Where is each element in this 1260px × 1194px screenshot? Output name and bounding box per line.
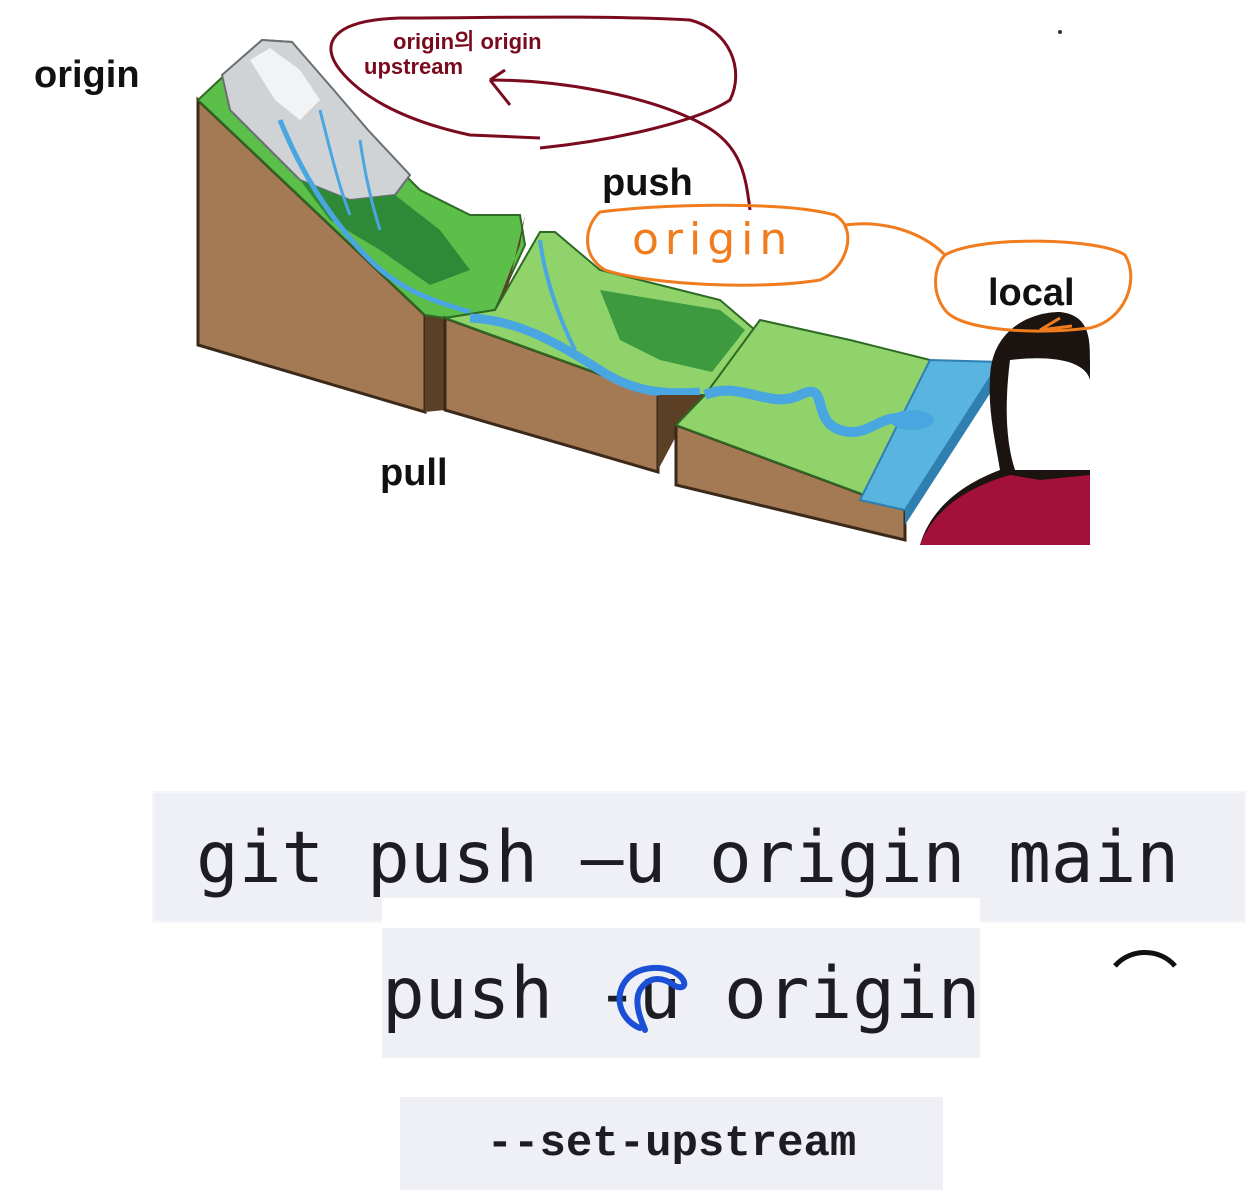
river-diagram: origin push pull local origin의 origin up…	[0, 0, 1260, 560]
push-u-command-text: push -u origin	[382, 951, 980, 1035]
handwritten-origin-note: origin	[632, 214, 794, 265]
set-upstream-option-text: --set-upstream	[486, 1118, 857, 1169]
local-ellipse	[934, 239, 1133, 333]
local-label: local	[988, 272, 1075, 314]
person-photo	[920, 312, 1090, 545]
blue-circle-annotation	[616, 965, 688, 1033]
push-label: push	[602, 162, 693, 204]
mountain-block	[196, 38, 527, 415]
stray-mark	[1113, 950, 1177, 968]
origin-of-origin-note: origin의 origin	[393, 29, 542, 54]
delta-block	[674, 318, 1002, 542]
set-upstream-option: --set-upstream	[400, 1097, 943, 1190]
origin-label: origin	[34, 54, 140, 96]
pull-label: pull	[380, 452, 448, 494]
stray-dot	[1058, 30, 1062, 34]
upstream-note: upstream	[364, 54, 464, 79]
git-push-command-text: git push –u origin main	[196, 815, 1180, 899]
landscape-illustration	[196, 15, 1133, 545]
push-u-command: push -u origin	[382, 928, 980, 1058]
upstream-annotation	[329, 15, 752, 211]
origin-ellipse	[586, 203, 947, 287]
